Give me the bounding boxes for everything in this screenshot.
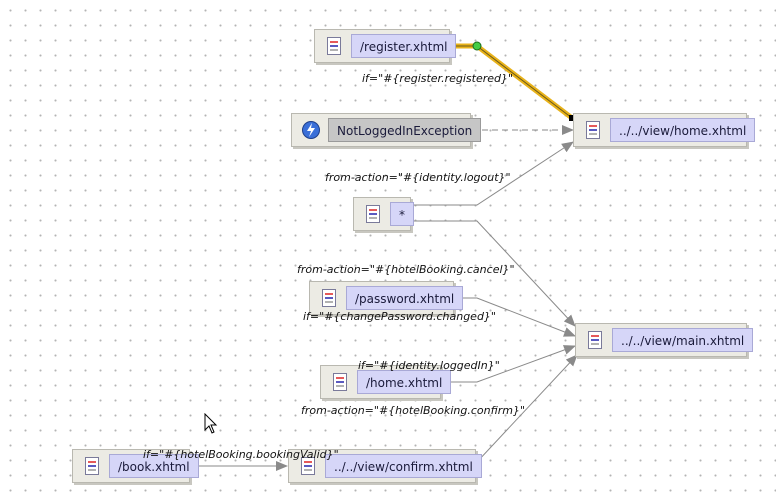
node-wildcard[interactable]: * [353, 197, 414, 231]
page-icon [295, 454, 321, 478]
node-label: NotLoggedInException [328, 118, 482, 142]
node-label: * [390, 202, 414, 226]
node-label: /home.xhtml [357, 370, 452, 394]
page-icon [321, 34, 347, 58]
node-view-home[interactable]: ../../view/home.xhtml [573, 113, 756, 147]
condition-identity-loggedin: if="#{identity.loggedIn}" [358, 359, 500, 372]
page-icon [327, 370, 353, 394]
condition-hotelbooking-bookingvalid: if="#{hotelBooking.bookingValid}" [143, 448, 339, 461]
node-label: ../../view/home.xhtml [610, 118, 756, 142]
exception-icon [298, 118, 324, 142]
node-register[interactable]: /register.xhtml [314, 29, 457, 63]
condition-hotelbooking-cancel: from-action="#{hotelBooking.cancel}" [297, 263, 515, 276]
condition-hotelbooking-confirm: from-action="#{hotelBooking.confirm}" [301, 404, 526, 417]
page-icon [79, 454, 105, 478]
edge-wildcard-to-main[interactable] [410, 220, 576, 327]
edge-handle[interactable] [569, 115, 575, 121]
node-password[interactable]: /password.xhtml [309, 281, 464, 315]
condition-changepassword-changed: if="#{changePassword.changed}" [303, 310, 496, 323]
node-label: ../../view/main.xhtml [612, 328, 754, 352]
node-not-logged-in-exception[interactable]: NotLoggedInException [291, 113, 482, 147]
node-label: ../../view/confirm.xhtml [325, 454, 482, 478]
page-icon [580, 118, 606, 142]
mouse-cursor-icon [204, 413, 218, 434]
page-icon [360, 202, 386, 226]
condition-register-registered: if="#{register.registered}" [362, 72, 514, 85]
node-label: /password.xhtml [346, 286, 464, 310]
edge-home-to-main[interactable] [440, 345, 576, 383]
edge-bendpoint[interactable] [472, 41, 482, 51]
node-label: /book.xhtml [109, 454, 199, 478]
condition-identity-logout: from-action="#{identity.logout}" [325, 171, 511, 184]
page-icon [582, 328, 608, 352]
node-home[interactable]: /home.xhtml [320, 365, 452, 399]
node-view-main[interactable]: ../../view/main.xhtml [575, 323, 754, 357]
node-book[interactable]: /book.xhtml [72, 449, 199, 483]
node-label: /register.xhtml [351, 34, 457, 58]
node-view-confirm[interactable]: ../../view/confirm.xhtml [288, 449, 482, 483]
page-icon [316, 286, 342, 310]
edge-wildcard-to-home[interactable] [410, 141, 574, 206]
